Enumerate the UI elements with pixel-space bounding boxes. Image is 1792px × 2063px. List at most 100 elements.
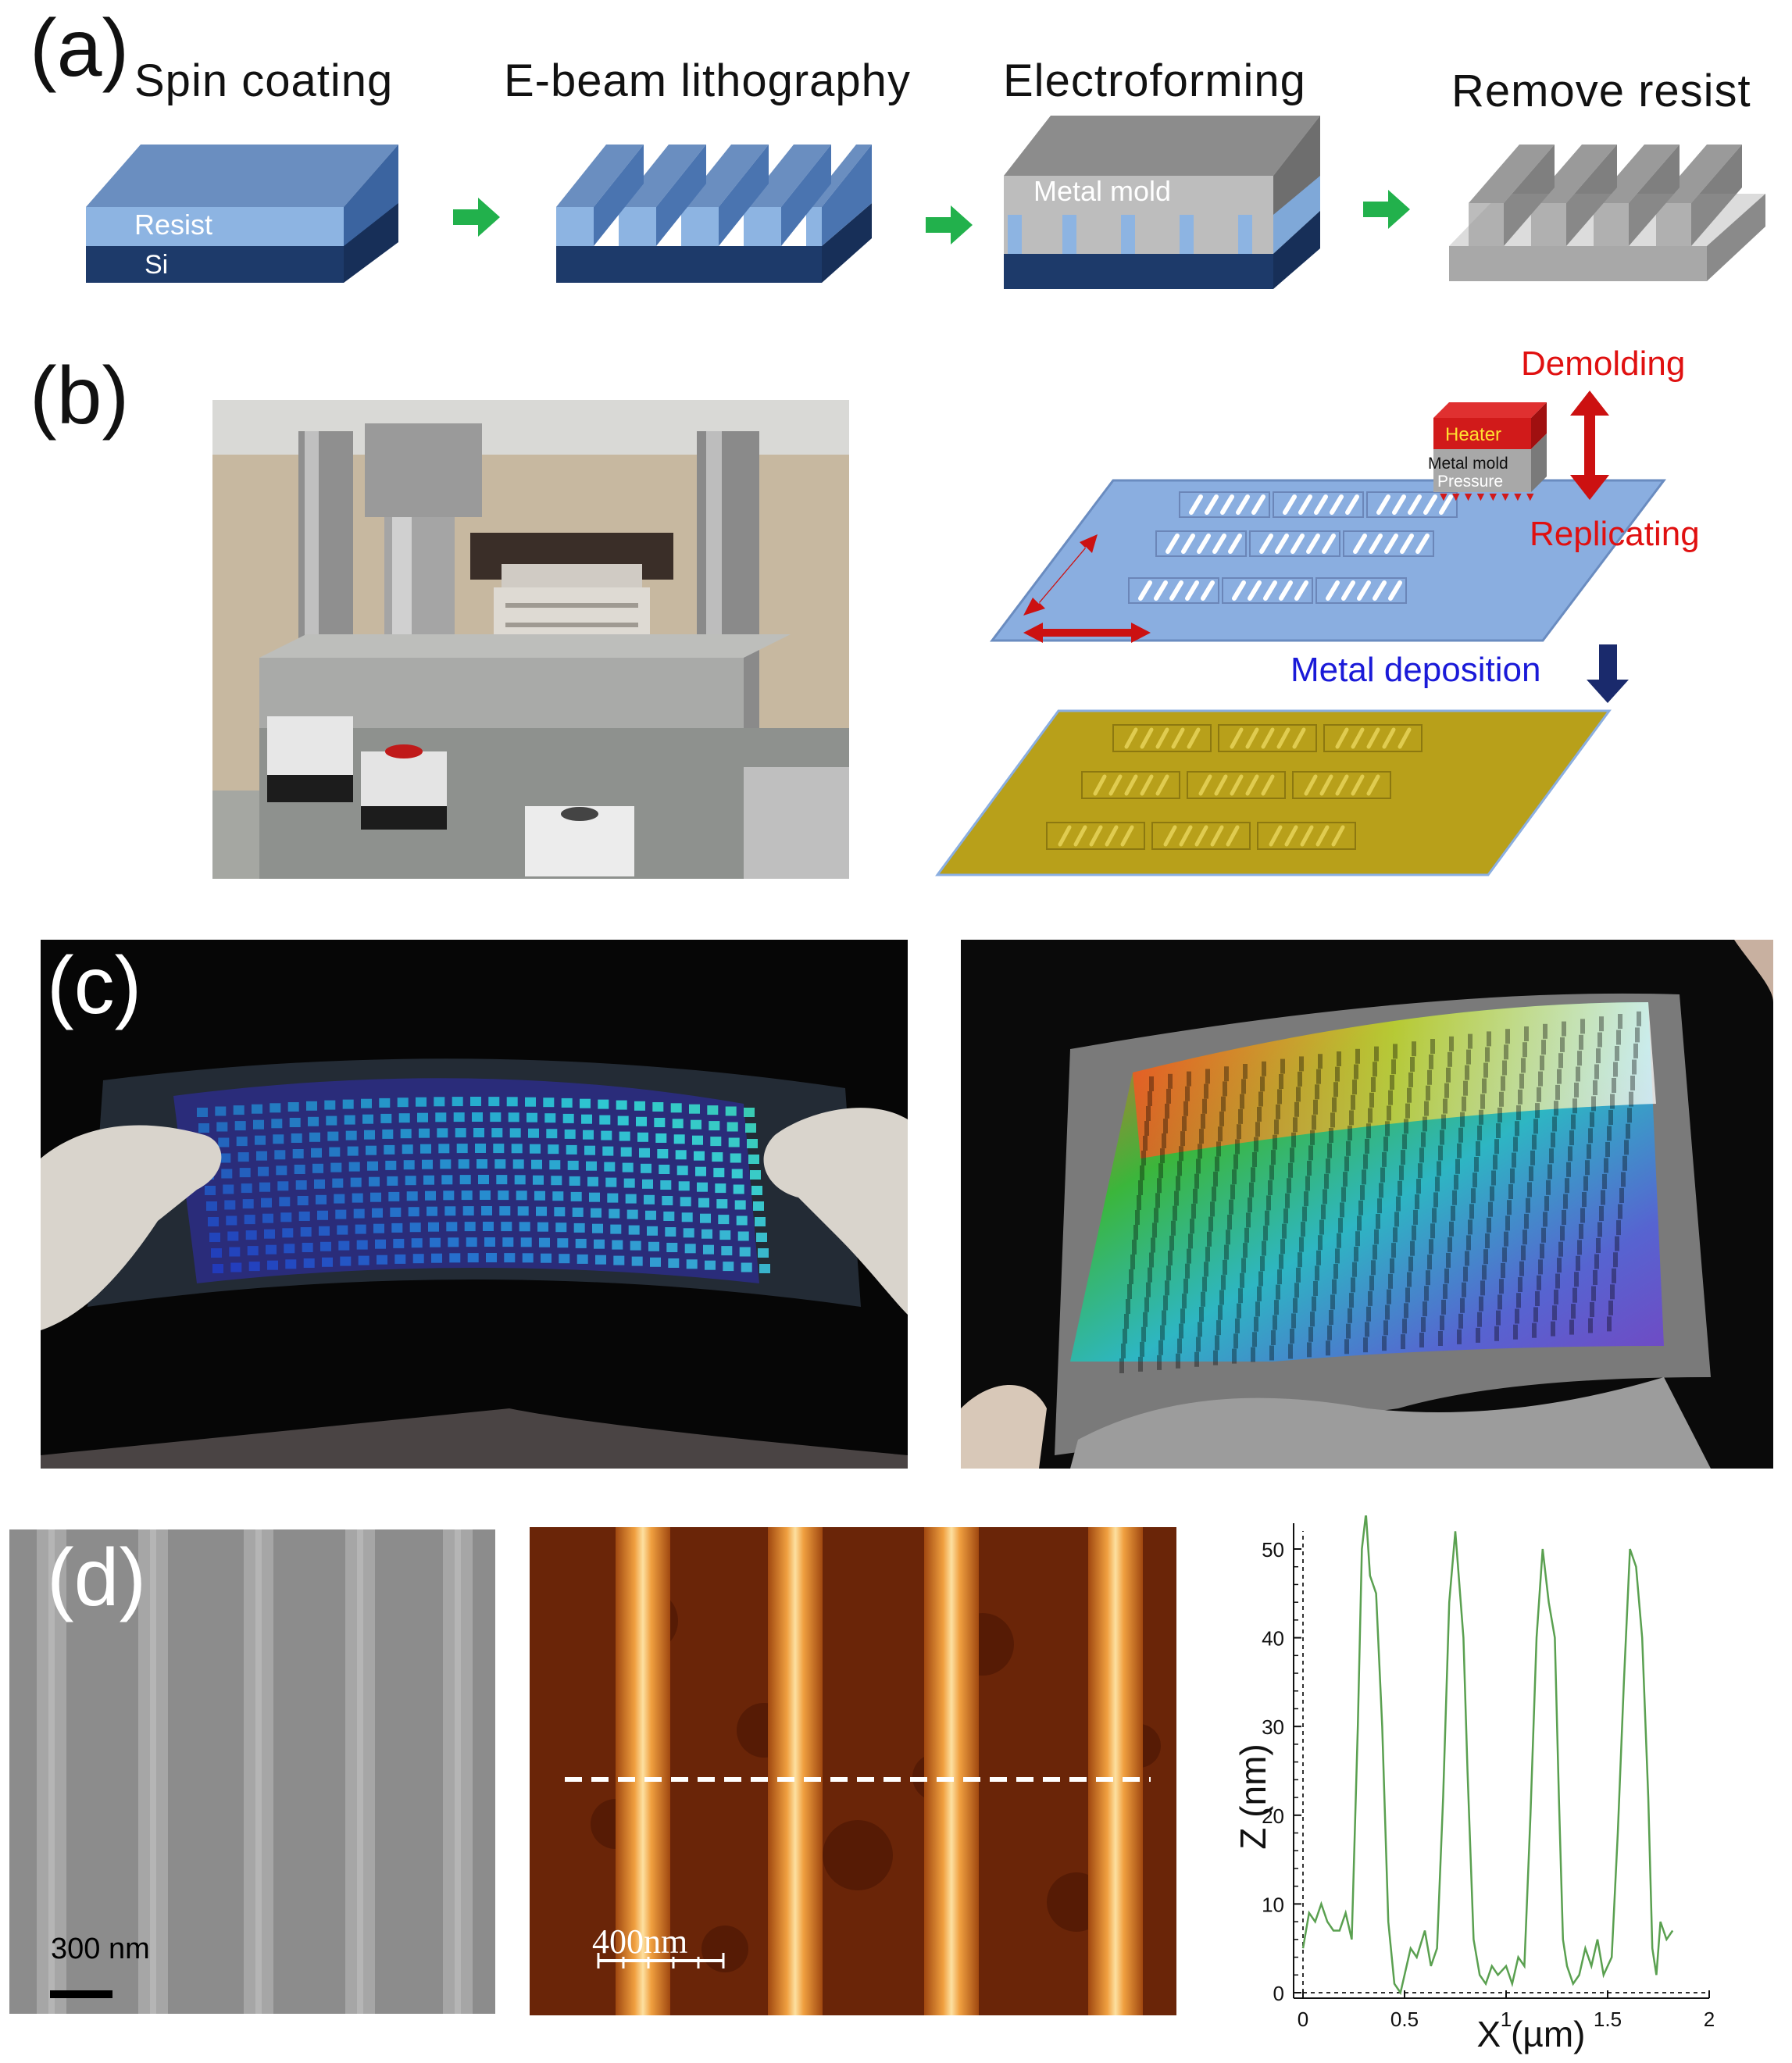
- pixel-gap: [1563, 1194, 1568, 1209]
- color-pixel: [552, 1191, 564, 1201]
- pixel-gap: [1629, 1091, 1633, 1107]
- pixel-gap: [1490, 1186, 1494, 1201]
- pixel-gap: [1233, 1333, 1238, 1349]
- pixel-gap: [1608, 1300, 1613, 1315]
- pixel-gap: [1149, 1252, 1154, 1268]
- pixel-gap: [1326, 1340, 1330, 1356]
- pixel-gap: [1599, 1206, 1604, 1221]
- pixel-gap: [1398, 1180, 1402, 1196]
- pixel-gap: [1138, 1180, 1143, 1195]
- pixel-gap: [1391, 1243, 1396, 1258]
- color-pixel: [285, 1259, 297, 1269]
- grating-pads-blue: [1128, 491, 1458, 604]
- color-pixel: [580, 1098, 591, 1108]
- color-pixel: [306, 1101, 317, 1111]
- pixel-gap: [1621, 1172, 1626, 1187]
- pixel-gap: [1288, 1162, 1293, 1178]
- color-pixel: [352, 1193, 363, 1203]
- pixel-gap: [1518, 1277, 1522, 1292]
- pixel-gap: [1193, 1188, 1198, 1204]
- pixel-gap: [1441, 1299, 1446, 1315]
- pixel-gap: [1138, 1356, 1143, 1372]
- color-pixel: [297, 1196, 309, 1205]
- lithography-grating-block: [556, 145, 872, 283]
- y-tick-label: 20: [1262, 1804, 1284, 1828]
- pixel-gap: [1524, 1213, 1529, 1229]
- pixel-gap: [1624, 1140, 1629, 1155]
- pixel-gap: [1327, 1143, 1332, 1158]
- color-pixel: [366, 1145, 377, 1155]
- pixel-gap: [1526, 1197, 1530, 1213]
- color-pixel: [364, 1130, 375, 1140]
- color-pixel: [519, 1222, 530, 1232]
- color-pixel: [586, 1161, 597, 1171]
- color-pixel: [514, 1175, 526, 1185]
- color-pixel: [483, 1222, 494, 1231]
- pixel-gap: [1387, 1289, 1391, 1305]
- pixel-gap: [1330, 1112, 1335, 1128]
- pixel-gap: [1446, 1252, 1451, 1268]
- pixel-gap: [1502, 1060, 1507, 1076]
- pixel-gap: [1622, 1155, 1627, 1171]
- pixel-gap: [1562, 1210, 1566, 1225]
- pixel-gap: [1532, 1322, 1537, 1338]
- pixel-gap: [1618, 1204, 1622, 1219]
- color-pixel: [423, 1175, 434, 1185]
- pixel-gap: [1194, 1351, 1199, 1367]
- color-pixel: [531, 1159, 542, 1169]
- pixel-gap: [1194, 1173, 1199, 1189]
- height-profile-series: [1301, 1515, 1674, 1996]
- pixel-gap: [1562, 1021, 1566, 1037]
- color-pixel: [522, 1253, 534, 1263]
- pixel-gap: [1376, 1214, 1380, 1229]
- color-pixel: [616, 1100, 627, 1110]
- pixel-gap: [1538, 1259, 1543, 1275]
- pixel-gap: [1499, 1091, 1504, 1107]
- pixel-gap: [1349, 1110, 1354, 1126]
- pixel-gap: [1421, 1132, 1426, 1147]
- pixel-gap: [1593, 1080, 1597, 1095]
- pixel-gap: [1298, 1252, 1302, 1268]
- pixel-gap: [1393, 1227, 1398, 1243]
- color-pixel: [449, 1253, 461, 1263]
- color-pixel: [362, 1114, 373, 1124]
- color-pixel: [595, 1255, 606, 1265]
- pixel-gap: [1616, 1220, 1621, 1236]
- color-pixel: [434, 1097, 445, 1107]
- pixel-gap: [1312, 1115, 1316, 1130]
- color-pixel: [337, 1225, 348, 1235]
- pixel-gap: [1262, 1061, 1266, 1076]
- pixel-gap: [1158, 1163, 1163, 1179]
- pixel-gap: [1385, 1121, 1390, 1137]
- color-pixel: [234, 1121, 246, 1131]
- pixel-gap: [1329, 1128, 1333, 1143]
- color-pixel: [604, 1162, 616, 1172]
- pixel-gap: [1352, 1080, 1357, 1095]
- pixel-gap: [1521, 1058, 1526, 1073]
- pixel-gap: [1180, 1308, 1185, 1324]
- pixel-gap: [1335, 1066, 1340, 1082]
- pixel-gap: [1183, 1101, 1188, 1116]
- color-pixel: [348, 1162, 360, 1172]
- pixel-gap: [1466, 1235, 1471, 1251]
- pixel-gap: [1208, 1216, 1213, 1232]
- color-pixel: [300, 1227, 312, 1237]
- pixel-gap: [1262, 1240, 1266, 1256]
- pixel-gap: [1552, 1305, 1557, 1321]
- pixel-gap: [1626, 1123, 1630, 1139]
- pixel-gap: [1541, 1227, 1546, 1243]
- pixel-gap: [1615, 1046, 1619, 1061]
- pixel-gap: [1632, 1059, 1637, 1075]
- pixel-gap: [1597, 1222, 1602, 1237]
- color-pixel: [548, 1144, 559, 1155]
- color-pixel: [609, 1208, 620, 1219]
- pixel-gap: [1323, 1189, 1327, 1205]
- pixel-gap: [1221, 1096, 1226, 1112]
- y-tick-label: 10: [1262, 1893, 1284, 1916]
- pixel-gap: [1510, 1168, 1515, 1183]
- color-pixel: [589, 1192, 600, 1202]
- pixel-gap: [1160, 1325, 1165, 1340]
- pixel-gap: [1291, 1132, 1296, 1147]
- pixel-gap: [1127, 1284, 1132, 1299]
- sem-image: [9, 1529, 495, 2014]
